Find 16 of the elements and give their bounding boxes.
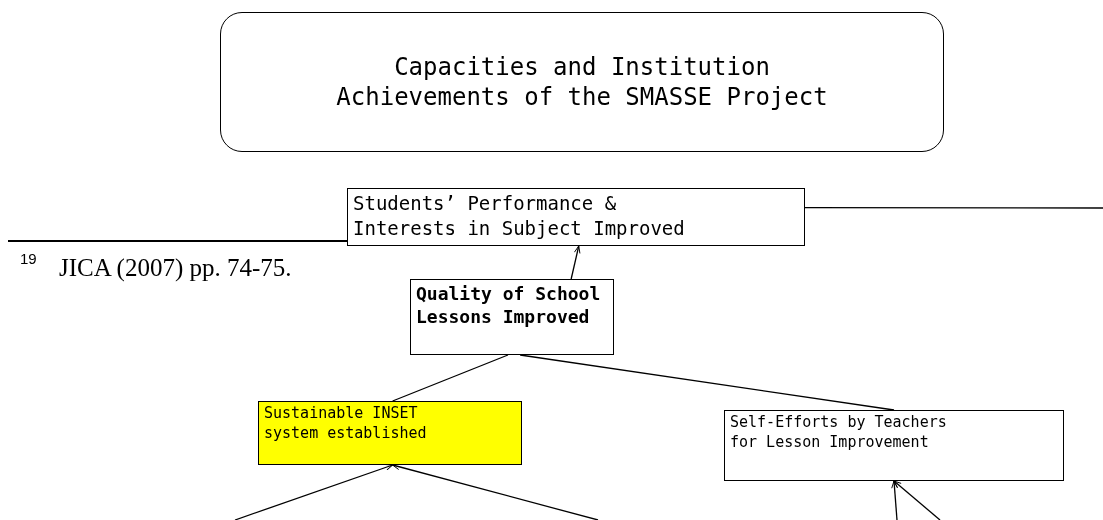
outcome-box — [410, 279, 614, 355]
connector-line — [392, 463, 599, 520]
connector-line — [234, 464, 394, 520]
outcome-box — [347, 188, 805, 246]
title: Capacities and Institution Achievements of the SMASSE Project — [220, 12, 944, 152]
node-text: Students’ Performance & Interests in Subject Improved — [353, 191, 686, 241]
node-text: Sustainable INSET system established — [264, 404, 428, 443]
connector-line — [891, 480, 898, 520]
arrow — [570, 245, 581, 280]
connector-line — [893, 480, 941, 520]
node-text: Self-Efforts by Teachers for Lesson Improvement — [730, 413, 948, 452]
highlighted-box — [258, 401, 522, 465]
connector-line — [804, 207, 1103, 209]
outcome-box — [724, 410, 1064, 481]
node-text: Quality of School Lessons Improved — [416, 282, 602, 329]
footnote: $^{19}$ JICA (2007) pp. 74-75. — [20, 254, 292, 282]
